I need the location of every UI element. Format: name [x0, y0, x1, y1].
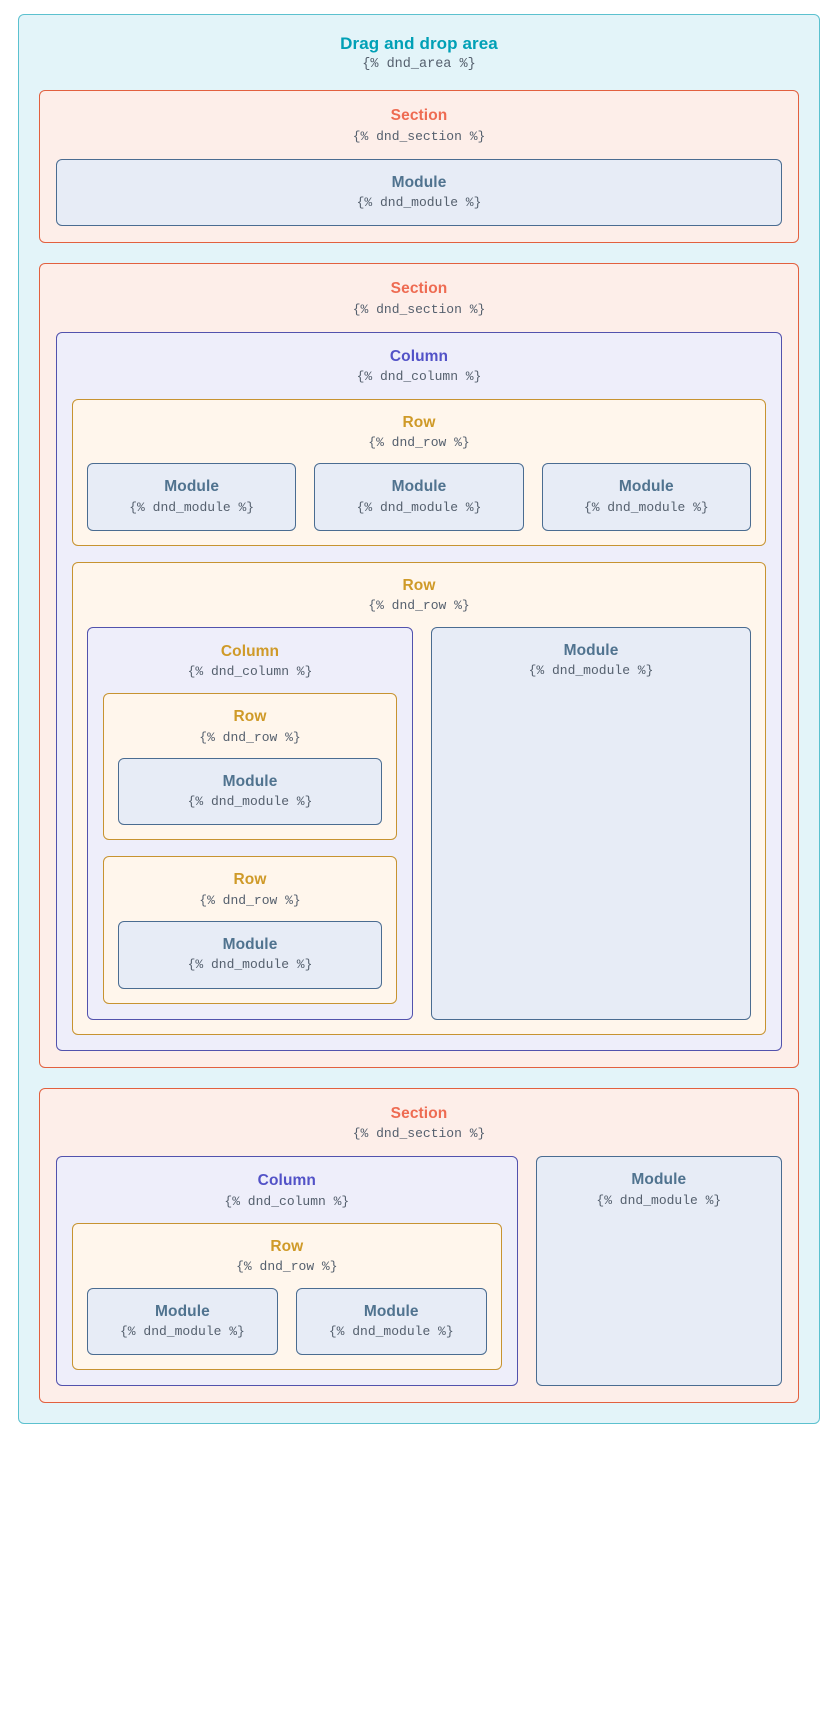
- module-code: {% dnd_module %}: [528, 662, 654, 678]
- row-code: {% dnd_row %}: [236, 1259, 338, 1275]
- row-children: Column {% dnd_column %} Row {% dnd_row %…: [87, 626, 751, 1020]
- module[interactable]: Module {% dnd_module %}: [295, 1287, 487, 1356]
- section-code: {% dnd_section %}: [352, 301, 486, 317]
- row-title: Row: [233, 708, 267, 726]
- row-code: {% dnd_row %}: [199, 892, 301, 908]
- module-header: Module {% dnd_module %}: [444, 641, 738, 680]
- module-header: Module {% dnd_module %}: [131, 772, 369, 811]
- column[interactable]: Column {% dnd_column %} Row {% dnd_row %…: [56, 1156, 518, 1387]
- module[interactable]: Module {% dnd_module %}: [535, 1156, 782, 1387]
- row-code: {% dnd_row %}: [368, 598, 470, 614]
- row[interactable]: Row {% dnd_row %} Module {% dnd_module %…: [72, 398, 766, 546]
- module-title: Module: [154, 1302, 210, 1320]
- column[interactable]: Column {% dnd_column %} Row {% dnd_row %…: [87, 626, 413, 1020]
- module-header: Module {% dnd_module %}: [549, 1170, 769, 1209]
- module-title: Module: [618, 478, 674, 496]
- column-header: Column {% dnd_column %}: [72, 1171, 502, 1210]
- row-code: {% dnd_row %}: [199, 729, 301, 745]
- section-children: Column {% dnd_column %} Row {% dnd_row %…: [56, 1156, 782, 1387]
- row[interactable]: Row {% dnd_row %} Module {% dnd_module %…: [103, 856, 397, 1004]
- module-title: Module: [222, 772, 278, 790]
- row-code: {% dnd_row %}: [368, 435, 470, 450]
- module-code: {% dnd_module %}: [187, 957, 313, 973]
- column-code: {% dnd_column %}: [187, 663, 313, 679]
- dnd-area-header: Drag and drop area {% dnd_area %}: [39, 33, 799, 74]
- module-code: {% dnd_module %}: [583, 499, 709, 515]
- dnd-area-title: Drag and drop area: [340, 34, 498, 53]
- column-title: Column: [389, 348, 449, 365]
- row-title: Row: [402, 413, 436, 431]
- row-title: Row: [270, 1237, 304, 1255]
- module-title: Module: [631, 1171, 687, 1189]
- module-header: Module {% dnd_module %}: [100, 1302, 265, 1341]
- row[interactable]: Row {% dnd_row %} Module {% dnd_module %…: [72, 1222, 502, 1371]
- section-3[interactable]: Section {% dnd_section %} Column {% dnd_…: [39, 1087, 799, 1404]
- row-header: Row {% dnd_row %}: [87, 1237, 487, 1276]
- module-code: {% dnd_module %}: [120, 1323, 245, 1339]
- row-children: Module {% dnd_module %} Module {% dnd_mo…: [87, 463, 751, 531]
- module-title: Module: [222, 936, 278, 953]
- module-header: Module {% dnd_module %}: [309, 1302, 474, 1341]
- module[interactable]: Module {% dnd_module %}: [87, 463, 297, 531]
- module-code: {% dnd_module %}: [129, 499, 255, 515]
- column-title: Column: [220, 642, 280, 660]
- section-code: {% dnd_section %}: [352, 1126, 486, 1141]
- module[interactable]: Module {% dnd_module %}: [431, 626, 751, 1020]
- module-header: Module {% dnd_module %}: [100, 477, 283, 516]
- column-code: {% dnd_column %}: [356, 369, 482, 385]
- section-2[interactable]: Section {% dnd_section %} Column {% dnd_…: [39, 263, 799, 1068]
- row[interactable]: Row {% dnd_row %} Module {% dnd_module %…: [103, 693, 397, 841]
- module-code: {% dnd_module %}: [356, 499, 482, 515]
- module-title: Module: [363, 1302, 419, 1320]
- row[interactable]: Row {% dnd_row %} Column {% dnd_column %…: [72, 561, 766, 1035]
- section-1[interactable]: Section {% dnd_section %} Module {% dnd_…: [39, 90, 799, 244]
- module-header: Module {% dnd_module %}: [327, 477, 510, 516]
- module-header: Module {% dnd_module %}: [69, 173, 769, 212]
- section-header: Section {% dnd_section %}: [56, 106, 782, 145]
- module-code: {% dnd_module %}: [328, 1323, 454, 1339]
- module[interactable]: Module {% dnd_module %}: [118, 757, 382, 826]
- row-header: Row {% dnd_row %}: [118, 707, 382, 746]
- row-title: Row: [402, 576, 436, 594]
- module-header: Module {% dnd_module %}: [555, 477, 738, 516]
- module-title: Module: [164, 478, 220, 496]
- section-header: Section {% dnd_section %}: [56, 1104, 782, 1143]
- module[interactable]: Module {% dnd_module %}: [314, 463, 524, 531]
- module-code: {% dnd_module %}: [596, 1192, 722, 1208]
- column-title: Column: [257, 1172, 316, 1190]
- row-header: Row {% dnd_row %}: [87, 413, 751, 452]
- column-header: Column {% dnd_column %}: [72, 347, 766, 386]
- row-header: Row {% dnd_row %}: [87, 576, 751, 615]
- module-title: Module: [391, 478, 447, 496]
- module[interactable]: Module {% dnd_module %}: [56, 158, 782, 227]
- section-title: Section: [390, 107, 448, 125]
- module[interactable]: Module {% dnd_module %}: [541, 463, 751, 531]
- module[interactable]: Module {% dnd_module %}: [118, 921, 382, 989]
- module-header: Module {% dnd_module %}: [131, 935, 369, 974]
- section-code: {% dnd_section %}: [352, 128, 486, 144]
- row-children: Module {% dnd_module %} Module {% dnd_mo…: [87, 1287, 487, 1356]
- dnd-area[interactable]: Drag and drop area {% dnd_area %} Sectio…: [18, 14, 820, 1425]
- section-title: Section: [390, 280, 448, 298]
- dnd-area-code: {% dnd_area %}: [362, 57, 476, 73]
- section-header: Section {% dnd_section %}: [56, 279, 782, 318]
- column-code: {% dnd_column %}: [224, 1193, 350, 1209]
- module[interactable]: Module {% dnd_module %}: [87, 1287, 278, 1356]
- column[interactable]: Column {% dnd_column %} Row {% dnd_row %…: [56, 332, 782, 1051]
- column-children: Row {% dnd_row %} Module {% dnd_module %…: [103, 693, 397, 1004]
- section-title: Section: [390, 1104, 448, 1122]
- module-title: Module: [563, 641, 619, 659]
- row-header: Row {% dnd_row %}: [118, 870, 382, 909]
- module-code: {% dnd_module %}: [356, 195, 482, 211]
- row-title: Row: [233, 871, 267, 889]
- column-children: Row {% dnd_row %} Module {% dnd_module %…: [72, 398, 766, 1035]
- module-code: {% dnd_module %}: [187, 794, 313, 810]
- module-title: Module: [391, 173, 447, 191]
- column-header: Column {% dnd_column %}: [103, 642, 397, 681]
